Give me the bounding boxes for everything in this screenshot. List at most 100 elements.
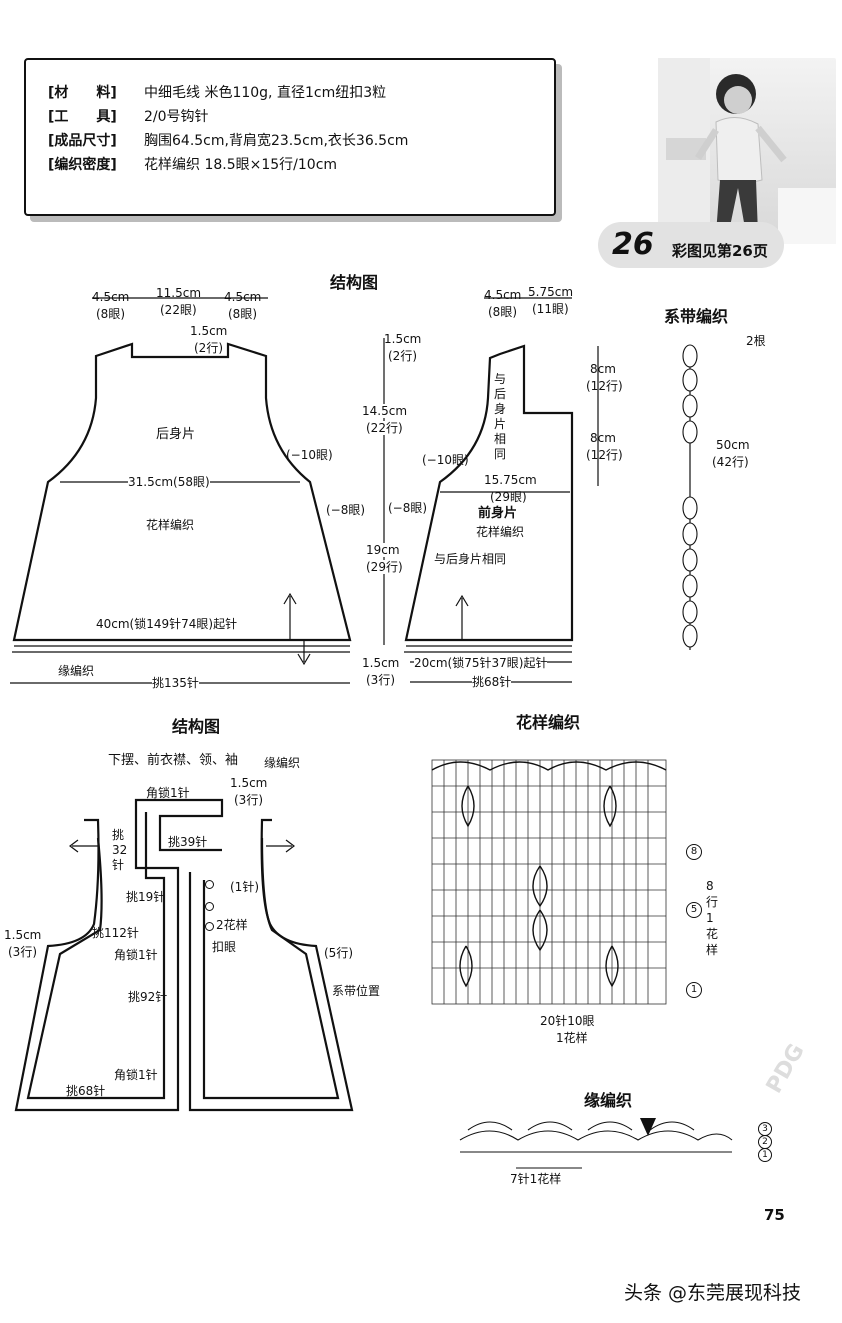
mid-dim-2: 14.5cm — [362, 404, 408, 418]
trim-outline-inner — [26, 812, 166, 1100]
pick-32-a: 挑 — [112, 828, 125, 842]
tie-length: 50cm — [716, 438, 750, 452]
child-photo — [658, 58, 836, 244]
front-shoulder: 4.5cm — [484, 288, 522, 302]
pick-92: 挑92针 — [128, 990, 168, 1004]
side-height-sub: (3行) — [8, 945, 37, 959]
project-number: 26 — [612, 227, 654, 262]
structure-title: 结构图 — [330, 273, 379, 292]
page-number: 75 — [764, 1206, 785, 1224]
back-shoulder-right: 4.5cm — [224, 290, 262, 304]
pick-19: 挑19针 — [126, 890, 166, 904]
pattern-bottom-label-2: 1花样 — [556, 1031, 588, 1045]
front-shoulder-sub: (8眼) — [488, 305, 517, 319]
project-badge — [598, 222, 784, 268]
top-height: 1.5cm — [230, 776, 268, 790]
size-row: [成品尺寸] 胸围64.5cm,背肩宽23.5cm,衣长36.5cm — [48, 132, 408, 150]
front-height-2-sub: (12行) — [586, 448, 623, 462]
material-value: 中细毛线 米色110g, 直径1cm纽扣3粒 — [144, 85, 387, 101]
corner-chain-2: 角锁1针 — [114, 948, 158, 962]
tool-row: [工 具] 2/0号钩针 — [48, 108, 209, 126]
tie-chain — [682, 344, 698, 648]
gauge-row: [编织密度] 花样编织 18.5眼×15行/10cm — [48, 156, 337, 174]
front-piece-outline — [404, 344, 574, 642]
mid-dim-1-sub: (2行) — [388, 349, 417, 363]
back-stitch-label: 花样编织 — [146, 518, 195, 532]
tie-length-sub: (42行) — [712, 455, 749, 469]
mid-dim-3-sub: (29行) — [366, 560, 403, 574]
gauge-value: 花样编织 18.5眼×15行/10cm — [144, 157, 338, 173]
materials-box: [材 料]中细毛线 米色110g, 直径1cm纽扣3粒 [工 具]2/0号钩针 … — [24, 58, 556, 216]
back-neck-height-sub: (2行) — [194, 341, 223, 355]
mid-dim-4-sub: (3行) — [366, 673, 395, 687]
button-marker — [205, 880, 214, 889]
pattern-grid — [431, 759, 667, 1005]
back-neck-width-sub: (22眼) — [160, 303, 197, 317]
material-row: [材 料] 中细毛线 米色110g, 直径1cm纽扣3粒 — [48, 84, 386, 102]
buttonhole-label: 扣眼 — [212, 940, 237, 954]
front-stitch-label: 花样编织 — [476, 525, 525, 539]
edging-chart — [459, 1121, 733, 1169]
front-height-1: 8cm — [590, 362, 616, 376]
front-height-1-sub: (12行) — [586, 379, 623, 393]
front-chest-sub: (29眼) — [490, 490, 527, 504]
pick-68: 挑68针 — [66, 1084, 106, 1098]
pattern-bottom-label: 20针10眼 — [540, 1014, 595, 1028]
pick-32-c: 针 — [112, 858, 125, 872]
button-spacing: 2花样 — [216, 918, 248, 932]
back-pick-count: 挑135针 — [152, 676, 199, 690]
back-piece-outline — [12, 342, 352, 642]
tool-value: 2/0号钩针 — [144, 109, 209, 125]
pattern-side-label: 8行1花样 — [706, 879, 719, 957]
neck-band — [150, 798, 224, 852]
back-chest-width: 31.5cm(58眼) — [128, 475, 210, 489]
front-side-decrease: (−8眼) — [388, 501, 428, 515]
front-same-as-back-vertical: 与后身片相同 — [494, 372, 507, 461]
material-label: [材 料] — [48, 85, 117, 101]
photo-reference: 彩图见第26页 — [672, 242, 768, 260]
back-shoulder-left-sub: (8眼) — [96, 307, 125, 321]
mid-dim-4: 1.5cm — [362, 656, 400, 670]
back-shoulder-left: 4.5cm — [92, 290, 130, 304]
button-gap: (1针) — [230, 880, 259, 894]
back-neck-width: 11.5cm — [156, 286, 202, 300]
tool-label: [工 具] — [48, 109, 117, 125]
pick-112: 挑112针 — [92, 926, 139, 940]
mid-dim-2-sub: (22行) — [366, 421, 403, 435]
back-side-decrease: (−8眼) — [326, 503, 366, 517]
structure2-edging: 缘编织 — [264, 756, 301, 770]
edging-row-marker: 1 — [758, 1148, 772, 1162]
structure2-subtitle: 下摆、前衣襟、领、袖 — [108, 753, 239, 768]
pattern-row-marker: 8 — [686, 844, 702, 860]
button-marker — [205, 902, 214, 911]
structure2-title: 结构图 — [172, 717, 221, 736]
top-height-sub: (3行) — [234, 793, 263, 807]
pattern-motifs — [431, 761, 667, 988]
front-pick-count: 挑68针 — [472, 675, 512, 689]
side-height: 1.5cm — [4, 928, 42, 942]
pattern-title: 花样编织 — [516, 713, 581, 732]
front-neck-sub: (11眼) — [532, 302, 569, 316]
button-marker — [205, 922, 214, 931]
gauge-label: [编织密度] — [48, 157, 117, 173]
back-shoulder-right-sub: (8眼) — [228, 307, 257, 321]
edging-repeat: 7针1花样 — [510, 1172, 562, 1186]
back-hem-chain: 40cm(锁149针74眼)起针 — [96, 617, 238, 631]
mid-dim-1: 1.5cm — [384, 332, 422, 346]
tie-count: 2根 — [746, 334, 766, 348]
back-piece-label: 后身片 — [156, 427, 196, 442]
corner-chain-1: 角锁1针 — [146, 786, 190, 800]
tie-position: 系带位置 — [332, 984, 381, 998]
rows-5: (5行) — [324, 946, 353, 960]
back-armhole-decrease: (−10眼) — [286, 448, 333, 462]
size-value: 胸围64.5cm,背肩宽23.5cm,衣长36.5cm — [144, 133, 409, 149]
pick-39: 挑39针 — [168, 835, 208, 849]
front-height-2: 8cm — [590, 431, 616, 445]
tie-title: 系带编织 — [664, 307, 729, 326]
edging-row-marker: 3 — [758, 1122, 772, 1136]
front-hem-chain: 20cm(锁75针37眼)起针 — [414, 656, 548, 670]
front-neck: 5.75cm — [528, 285, 574, 299]
size-label: [成品尺寸] — [48, 133, 117, 149]
back-edging-label: 缘编织 — [58, 664, 95, 678]
